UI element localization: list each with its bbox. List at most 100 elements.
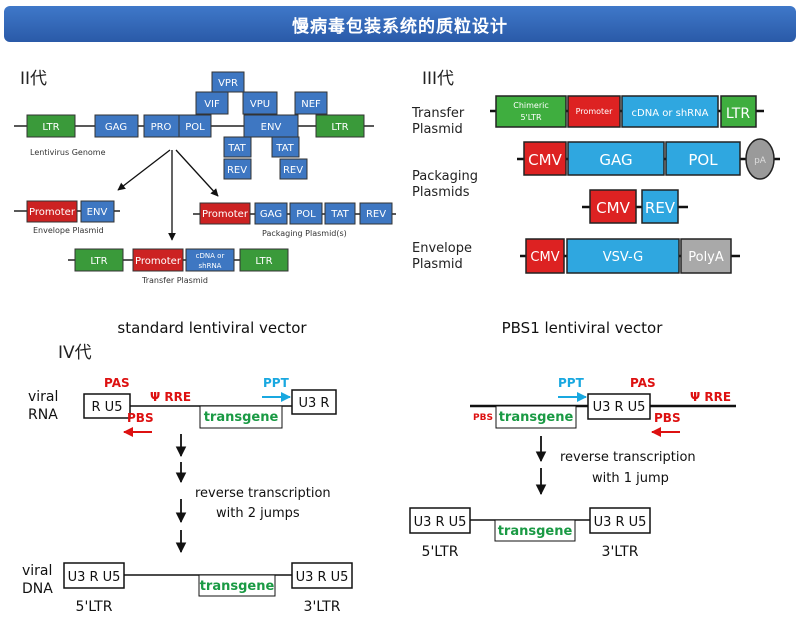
transfer-ltr-right [239, 248, 289, 272]
arrow-to-envelope [117, 149, 171, 191]
genome-rev-2 [279, 158, 308, 180]
gen3-envelope-polya [680, 238, 732, 274]
gen3-transfer-label-1: Transfer [411, 106, 465, 121]
gen4-heading: IV代 [58, 343, 92, 363]
standard-transgene-label: transgene [204, 410, 279, 425]
pbs1-transgene-label: transgene [499, 410, 574, 425]
gen3-packaging-cmv2 [589, 189, 637, 224]
genome-gag-label: GAG [105, 122, 127, 133]
gen3-packaging-label-1: Packaging [412, 169, 478, 184]
gen3-heading: III代 [422, 69, 454, 89]
gen3-packaging-cmv-label: CMV [528, 151, 562, 169]
packaging-pol-label: POL [296, 209, 316, 220]
gen3-packaging-cmv [523, 141, 567, 176]
gen3-packaging-oval [745, 138, 775, 180]
pbs1-u3ru5-label: U3 R U5 [593, 400, 646, 415]
packaging-gag [254, 202, 288, 225]
transfer-ltr-left-label: LTR [90, 256, 107, 267]
genome-env-label: ENV [261, 122, 282, 133]
arrow-to-packaging [175, 149, 219, 197]
genome-pol [178, 114, 212, 138]
genome-tat-2-label: TAT [275, 143, 294, 154]
envelope-env-label: ENV [87, 207, 108, 218]
pbs1-u3ru5-box [587, 393, 651, 420]
genome-caption: Lentivirus Genome [30, 148, 106, 157]
transfer-ltr-right-label: LTR [255, 256, 272, 267]
genome-rev-1-label: REV [227, 165, 247, 176]
gen3-envelope-cmv-label: CMV [530, 250, 559, 265]
packaging-promoter [199, 202, 251, 225]
standard-ltr5-box-label: U3 R U5 [68, 570, 121, 585]
transfer-cdna-label-2: shRNA [199, 262, 222, 270]
gen3-packaging-cmv2-label: CMV [596, 199, 630, 217]
gen3-transfer-cdna-label: cDNA or shRNA [632, 108, 709, 119]
packaging-tat-label: TAT [330, 209, 349, 220]
pbs1-title: PBS1 lentiviral vector [502, 319, 664, 337]
standard-rt-label-1: reverse transcription [195, 486, 331, 501]
gen3-envelope-vsvg-label: VSV-G [603, 250, 644, 265]
gen3-packaging-rev-label: REV [645, 199, 676, 217]
pbs1-dna-transgene-box [494, 519, 576, 542]
pbs1-ltr3-box-label: U3 R U5 [594, 515, 647, 530]
standard-ltr3-label: 3'LTR [304, 599, 341, 615]
gen3-chimeric-label-2: 5'LTR [520, 113, 542, 122]
gen3-transfer-ltr-label: LTR [726, 106, 750, 122]
transfer-promoter [132, 248, 184, 272]
standard-ltr3-box-label: U3 R U5 [296, 570, 349, 585]
genome-ltr-left-label: LTR [42, 122, 59, 133]
envelope-caption: Envelope Plasmid [33, 226, 104, 235]
genome-vpu-label: VPU [250, 99, 270, 110]
packaging-rev-label: REV [366, 209, 386, 220]
gen3-packaging-label-2: Plasmids [412, 185, 470, 200]
pbs1-dna-transgene-label: transgene [498, 524, 573, 539]
gen3-envelope-label-2: Plasmid [412, 257, 463, 272]
pbs1-pbs-left-label: PBS [473, 413, 493, 423]
standard-u3r-box [291, 389, 337, 415]
gen3-packaging-gag [567, 141, 665, 176]
genome-nef [294, 91, 328, 115]
genome-vif [195, 91, 229, 115]
gen3-packaging-gag-label: GAG [599, 151, 632, 169]
packaging-pol [289, 202, 323, 225]
envelope-promoter-label: Promoter [29, 207, 76, 218]
genome-vpu [242, 91, 278, 115]
pbs1-ppt-label: PPT [558, 376, 585, 390]
gen3-transfer-ltr [720, 95, 757, 128]
pbs1-ltr3-box [589, 507, 651, 534]
genome-vif-label: VIF [204, 99, 220, 110]
pbs1-ltr5-box [409, 507, 471, 534]
standard-ltr3-box [291, 562, 353, 589]
transfer-cdna [185, 248, 235, 272]
pbs1-pas-label: PAS [630, 376, 656, 390]
genome-tat-2 [271, 136, 300, 158]
pbs1-transgene-box [495, 405, 577, 429]
pbs1-ltr5-label: 5'LTR [422, 544, 459, 560]
standard-dna-transgene-box [198, 574, 276, 597]
gen3-packaging-rev [641, 189, 679, 224]
pbs1-rt-label-1: reverse transcription [560, 450, 696, 465]
pbs1-pbs-right-label: PBS [654, 411, 681, 425]
gen3-transfer-promoter [567, 95, 621, 128]
gen3-packaging-oval-label: pA [754, 156, 767, 166]
standard-ru5-box [83, 393, 131, 419]
envelope-promoter [26, 200, 78, 223]
envelope-env [80, 200, 115, 223]
packaging-gag-label: GAG [260, 209, 282, 220]
standard-rna-label-2: RNA [28, 407, 58, 423]
gen3-envelope-polya-label: PolyA [688, 250, 724, 265]
gen3-envelope-label-1: Envelope [412, 241, 472, 256]
pbs1-ltr3-label: 3'LTR [602, 544, 639, 560]
gen3-transfer-label-2: Plasmid [412, 122, 463, 137]
genome-pol-label: POL [185, 122, 205, 133]
packaging-rev [359, 202, 393, 225]
standard-transgene-box [199, 405, 283, 429]
transfer-cdna-label-1: cDNA or [196, 252, 225, 260]
standard-dna-label-2: DNA [22, 581, 53, 597]
genome-gag [94, 114, 139, 138]
genome-nef-label: NEF [301, 99, 321, 110]
genome-ltr-left [26, 114, 76, 138]
genome-rev-1 [223, 158, 252, 180]
pbs1-rt-label-2: with 1 jump [592, 471, 669, 486]
packaging-caption: Packaging Plasmid(s) [262, 229, 347, 238]
